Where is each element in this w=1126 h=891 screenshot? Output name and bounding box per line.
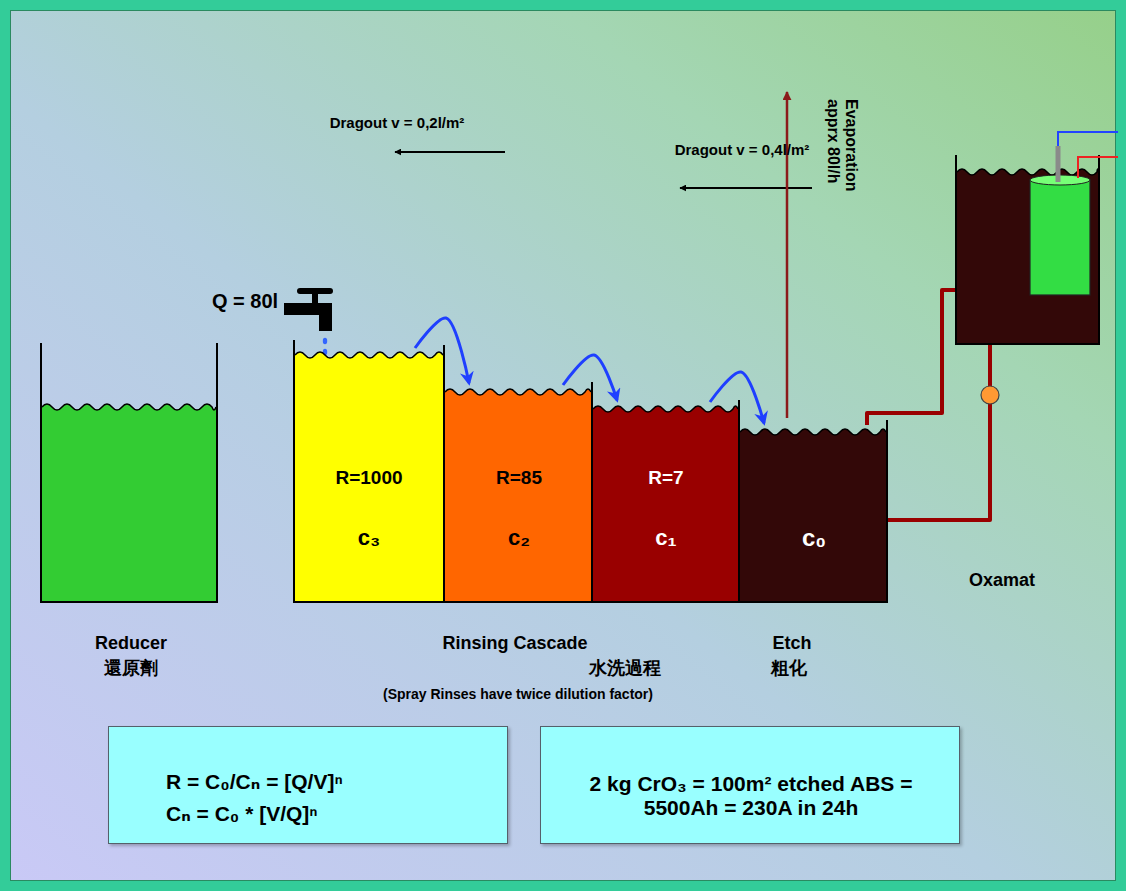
formula-text: R = C₀/Cₙ = [Q/V]ⁿ (166, 770, 343, 794)
circulation-pipe (888, 345, 990, 520)
tank-label: c₁ (655, 525, 676, 550)
cathode-wire (1078, 157, 1118, 178)
tank-text: c₀ (802, 524, 826, 552)
tank-label: c₂ (508, 525, 530, 550)
electrolysis-cell (1030, 180, 1090, 295)
liquid-surface (593, 406, 738, 412)
electrode-rod (1056, 146, 1061, 182)
tank-label: 粗化 (771, 658, 807, 679)
tank-label: Etch (772, 633, 811, 654)
oxamat-tank: Oxamat (955, 165, 1100, 345)
tank-text: R=85 (496, 467, 542, 489)
tap-spout (319, 312, 332, 331)
liquid-fill (295, 352, 443, 601)
liquid-fill (445, 389, 591, 601)
tank-label: c₃ (358, 525, 380, 550)
annotation-label: Q = 80l (212, 290, 278, 313)
liquid-surface (740, 429, 886, 435)
cell-top (1030, 175, 1090, 185)
liquid-surface (445, 389, 591, 395)
annotation-label: Rinsing Cascade (442, 633, 587, 654)
water-drop (323, 338, 327, 344)
liquid-fill (593, 406, 738, 601)
liquid-fill (740, 429, 886, 601)
liquid-surface (957, 169, 1098, 175)
liquid-fill (42, 404, 216, 601)
reducer-tank: Reducer還原劑 (40, 400, 218, 603)
annotation-label: Evaporation apprx 80l/h (824, 99, 861, 205)
dragout-arrow (395, 151, 505, 153)
rinse-tank: R=85 c₂ (443, 385, 593, 603)
liquid (445, 385, 591, 601)
liquid-surface (42, 404, 216, 410)
pump-symbol (981, 386, 999, 404)
rinse-tank: R=1000 c₃ (293, 348, 445, 603)
info-box: 2 kg CrO₃ = 100m² etched ABS = 5500Ah = … (540, 726, 960, 844)
formula-text: 2 kg CrO₃ = 100m² etched ABS = 5500Ah = … (565, 772, 937, 820)
tank-text: R=7 (648, 467, 683, 489)
liquid (957, 165, 1098, 343)
liquid (593, 402, 738, 601)
tank-label: Reducer (95, 633, 167, 654)
etch-tank: c₀Etch粗化 (738, 425, 888, 603)
anode-wire (1058, 132, 1118, 178)
dragout-arrow (680, 187, 812, 189)
annotation-label: Dragout v = 0,4l/m² (675, 141, 810, 158)
formula-box: R = C₀/Cₙ = [Q/V]ⁿ Cₙ = C₀ * [V/Q]ⁿ (108, 726, 508, 844)
tank-label: 還原劑 (104, 658, 158, 679)
evaporation-arrow (786, 92, 789, 418)
circulation-pipe (867, 290, 955, 425)
tank-text: R=1000 (335, 467, 402, 489)
tank-label: Oxamat (969, 570, 1035, 591)
annotation-label: (Spray Rinses have twice dilution factor… (383, 686, 653, 702)
liquid (42, 400, 216, 601)
liquid (740, 425, 886, 601)
liquid-surface (295, 352, 443, 358)
tank-wall (40, 343, 42, 402)
formula-text: Cₙ = C₀ * [V/Q]ⁿ (166, 802, 318, 826)
annotation-label: Dragout v = 0,2l/m² (330, 114, 465, 131)
tank-wall (216, 343, 218, 402)
rinse-tank: R=7 c₁ (591, 402, 740, 603)
liquid-fill (957, 169, 1098, 343)
tank-walls (41, 155, 1099, 427)
annotation-label: 水洗過程 (589, 658, 661, 679)
tap-stem (312, 291, 318, 304)
